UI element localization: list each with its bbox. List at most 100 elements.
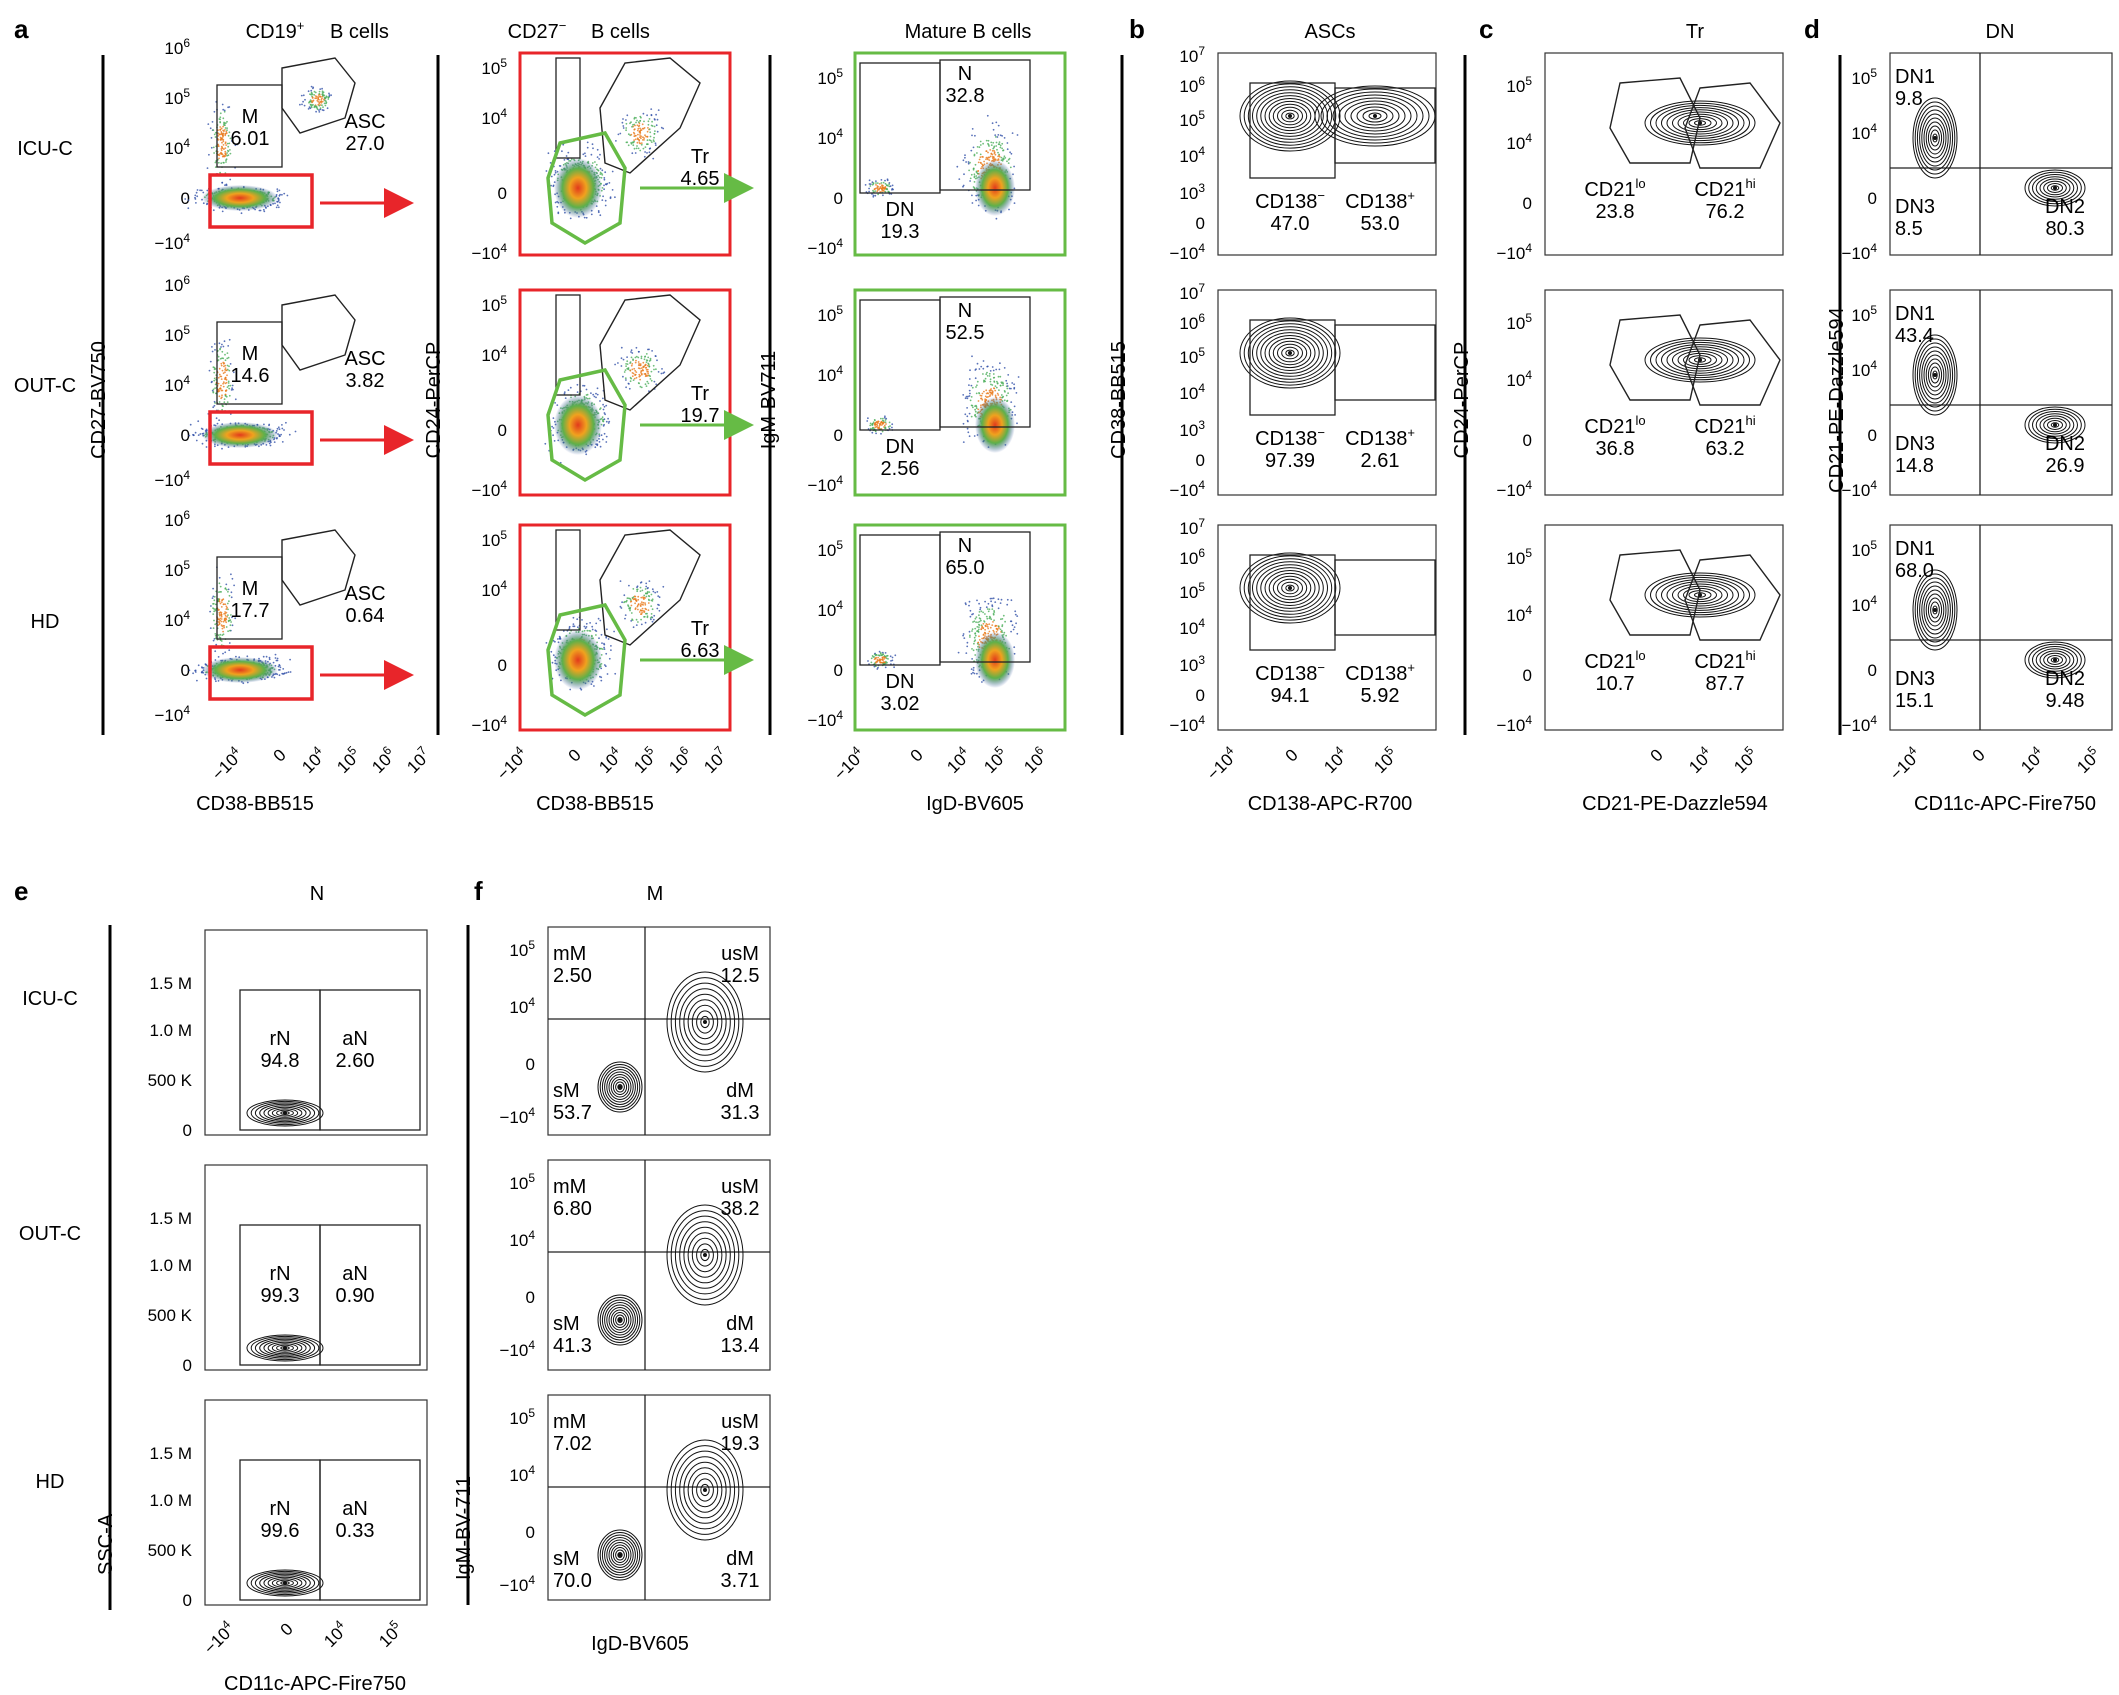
label-M-a1-1: M14.6 [231,343,270,387]
e-xtick-2: 104 [318,1617,352,1651]
a1-hotspot-0 [202,185,278,211]
a1-r2-ytick-2: 104 [164,608,190,630]
axis-y-b: CD38-BB515 [1108,341,1130,459]
a3-density-dn-1 [866,415,894,435]
svg-text:N: N [958,63,972,85]
a2-hotspot-0 [554,158,602,218]
label-dM-f-2: dM3.71 [721,1548,760,1592]
a1-r2-ytick-0: 106 [164,508,190,530]
label-CD138neg-b-1: CD138−97.39 [1255,425,1325,472]
b-xtick-2: 104 [1318,743,1352,777]
gate-Tr-a2-2 [599,529,701,646]
a2-hotspot-1 [554,395,602,455]
group-label-a-0: ICU-C [17,138,73,160]
frame-a2-1 [518,288,732,497]
label-aN-e-0: aN2.60 [336,1028,375,1072]
a2-xtick-4: 106 [663,743,697,777]
gate-green-a2-2 [546,603,627,718]
b-r0-ytick-5: 0 [1196,214,1205,233]
label-M-a1-2: M17.7 [231,578,270,622]
title-ascs: ASCs [1304,21,1355,43]
axis-x-e: CD11c-APC-Fire750 [224,1673,406,1695]
label-mM-f-2: mM7.02 [553,1411,592,1455]
label-CD138neg-b-0: CD138−47.0 [1255,188,1325,235]
c-r0-ytick-2: 0 [1523,194,1532,213]
d-xtick-3: 105 [2071,743,2105,777]
a3-hotspot-1 [975,397,1015,453]
a2-r2-ytick-2: 0 [498,656,507,675]
a2-density-tr-0 [615,108,665,160]
group-label-e-2: HD [36,1471,65,1493]
gate-ASC-a1-1 [281,294,356,371]
label-N-a3-1: N52.5 [946,300,985,344]
title-cd27-suffix: B cells [591,21,650,43]
group-label-a-1: OUT-C [14,375,76,397]
label-aN-e-1: aN0.90 [336,1263,375,1307]
b-r0-ytick-1: 106 [1179,74,1205,96]
frame-b-1 [1217,289,1437,496]
label-aN-e-2: aN0.33 [336,1498,375,1542]
e-r0-ytick-2: 500 K [148,1071,193,1090]
e-r1-ytick-1: 1.0 M [149,1256,192,1275]
a2-r2-ytick-3: −104 [471,713,507,735]
e-r2-ytick-3: 0 [183,1591,192,1610]
b-r1-ytick-0: 107 [1179,281,1205,303]
a3-xtick-1: 0 [907,745,927,765]
a1-r2-ytick-4: −104 [154,703,190,725]
gate-green-a2-1 [546,368,627,483]
frame-a3-2 [853,523,1067,732]
panel-letter-b: b [1129,14,1145,44]
label-Tr-a2-0: Tr4.65 [681,146,720,190]
b-r0-ytick-4: 103 [1179,181,1205,203]
a2-r1-ytick-0: 105 [481,293,507,315]
contour-f-sm-1 [597,1294,643,1346]
gate-M-a1-0 [216,84,283,168]
frame-e-2 [204,1399,428,1606]
b-r1-ytick-5: 0 [1196,451,1205,470]
label-Tr-a2-2: Tr6.63 [681,618,720,662]
contour-d-dn2-1 [2024,406,2086,444]
contour-e-0 [246,1099,324,1127]
a3-r1-ytick-3: −104 [807,473,843,495]
svg-text:M: M [242,343,259,365]
label-DN-a3-2: DN3.02 [881,671,920,715]
label-CD138pos-b-2: CD138+5.92 [1345,660,1415,707]
axis-x-a3: IgD-BV605 [926,793,1024,815]
svg-text:N: N [958,300,972,322]
c-r1-ytick-0: 105 [1506,311,1532,333]
gate-aN-e-2 [319,1459,421,1601]
f-r2-ytick-0: 105 [509,1406,535,1428]
title-n: N [310,883,324,905]
a1-r0-ytick-0: 106 [164,36,190,58]
e-r0-ytick-3: 0 [183,1121,192,1140]
b-r0-ytick-3: 104 [1179,144,1205,166]
axis-y-e: SSC-A [95,1513,117,1575]
gate-M-a1-1 [216,321,283,405]
f-r2-ytick-2: 0 [526,1523,535,1542]
f-r1-ytick-3: −104 [499,1338,535,1360]
gate-DN-a3-2 [859,534,941,666]
title-mature-b-cells: Mature B cells [905,21,1032,43]
contour-d-dn2-2 [2024,641,2086,679]
gate-ASC-a1-0 [281,57,356,134]
a3-r2-ytick-0: 105 [817,538,843,560]
a1-r0-ytick-2: 104 [164,136,190,158]
a1-r0-ytick-1: 105 [164,86,190,108]
b-r0-ytick-6: −104 [1169,241,1205,263]
frame-d-1 [1889,289,2113,496]
contour-d-dn1-1 [1912,334,1958,416]
a3-density-dn-2 [867,650,897,670]
svg-text:Tr: Tr [691,618,709,640]
f-r0-ytick-0: 105 [509,938,535,960]
svg-text:DN: DN [886,199,915,221]
label-DN-a3-1: DN2.56 [881,436,920,480]
a3-r2-ytick-1: 104 [817,598,843,620]
